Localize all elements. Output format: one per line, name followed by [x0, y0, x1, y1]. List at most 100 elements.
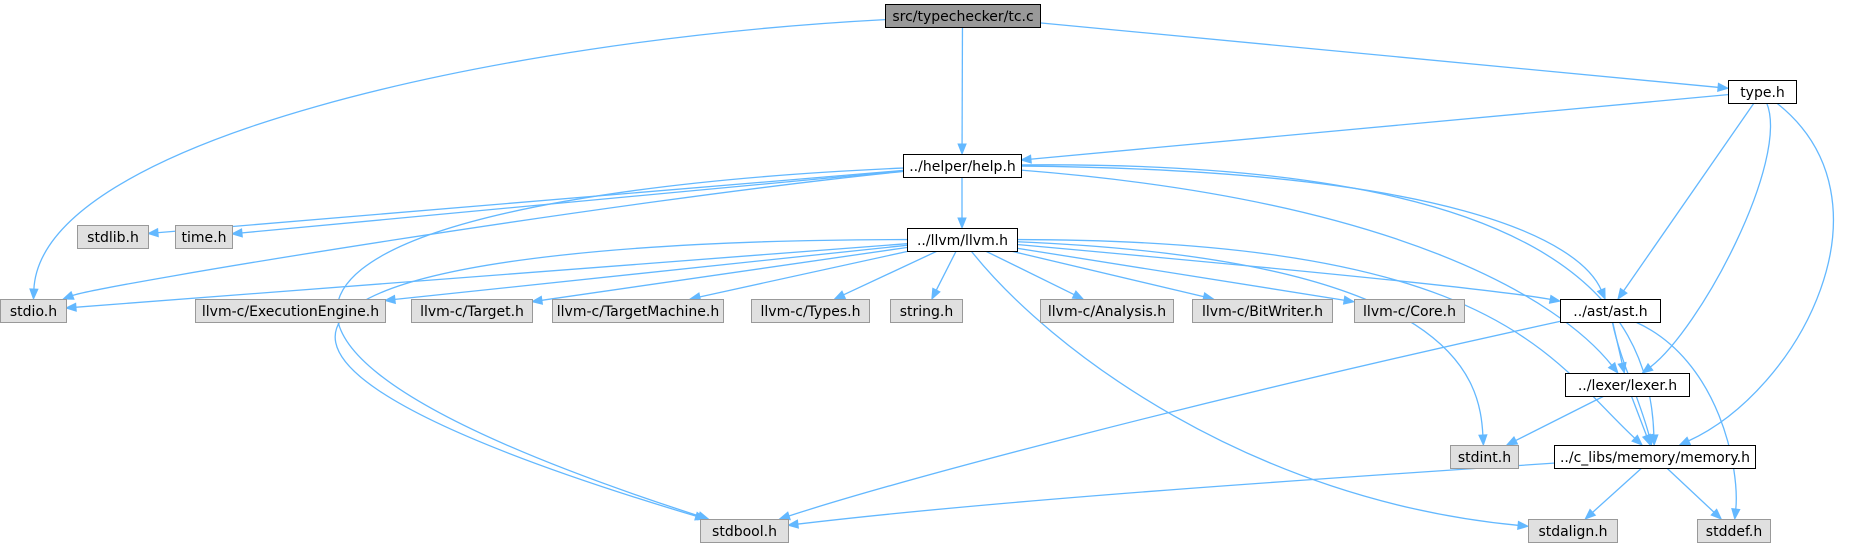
- node-box: [0, 299, 67, 323]
- edge-arrowhead: [64, 302, 77, 312]
- edge-arrowhead: [1710, 508, 1723, 520]
- node-label: ../c_libs/memory/memory.h: [1560, 450, 1750, 466]
- edge-type-to-lexer: [1641, 102, 1772, 374]
- edge-line: [1016, 238, 1636, 440]
- edge-line: [1666, 467, 1716, 514]
- edge-lexer-to-stdint: [1505, 395, 1605, 446]
- edge-line: [1010, 250, 1205, 298]
- node-box: [552, 299, 724, 323]
- node-tc[interactable]: src/typechecker/tc.c: [885, 4, 1041, 28]
- edge-tc-to-help: [957, 26, 967, 156]
- edge-llvm-to-target: [530, 246, 908, 305]
- edge-arrowhead: [29, 288, 39, 301]
- edge-line: [1622, 102, 1755, 292]
- edge-line: [1635, 321, 1737, 511]
- edge-llvm-to-analysis: [985, 250, 1085, 300]
- node-exec[interactable]: llvm-c/ExecutionEngine.h: [195, 299, 386, 323]
- edge-line: [935, 250, 957, 292]
- node-box: [890, 299, 963, 323]
- edge-line: [1016, 247, 1346, 301]
- node-target[interactable]: llvm-c/Target.h: [411, 299, 533, 323]
- edge-arrowhead: [931, 287, 941, 301]
- node-stdalign[interactable]: stdalign.h: [1528, 519, 1618, 543]
- edge-arrowhead: [1641, 433, 1651, 447]
- node-type[interactable]: type.h: [1728, 80, 1797, 104]
- node-box: [175, 225, 233, 249]
- node-types[interactable]: llvm-c/Types.h: [751, 299, 870, 323]
- edge-line: [1649, 102, 1772, 369]
- edge-line: [74, 243, 908, 308]
- edge-line: [985, 250, 1076, 296]
- node-box: [907, 228, 1018, 252]
- edge-type-to-memory: [1678, 102, 1834, 446]
- node-label: ../helper/help.h: [909, 159, 1016, 175]
- edge-llvm-to-ast: [1016, 243, 1562, 304]
- edge-line: [1016, 241, 1484, 437]
- edge-line: [1029, 93, 1729, 160]
- node-label: src/typechecker/tc.c: [892, 9, 1033, 25]
- node-box: [1192, 299, 1333, 323]
- node-lexer[interactable]: ../lexer/lexer.h: [1565, 373, 1690, 397]
- edge-llvm-to-memory: [1016, 238, 1644, 446]
- node-memory[interactable]: ../c_libs/memory/memory.h: [1554, 445, 1756, 469]
- node-analysis[interactable]: llvm-c/Analysis.h: [1040, 299, 1174, 323]
- node-core[interactable]: llvm-c/Core.h: [1354, 299, 1465, 323]
- edge-arrowhead: [1596, 287, 1606, 301]
- node-label: llvm-c/BitWriter.h: [1202, 304, 1323, 320]
- edge-llvm-to-bitwriter: [1010, 250, 1215, 302]
- edge-line: [1630, 395, 1648, 437]
- edge-line: [156, 169, 904, 234]
- edge-llvm-to-tmach: [688, 250, 910, 302]
- edge-memory-to-stdbool: [786, 462, 1555, 529]
- node-llvm[interactable]: ../llvm/llvm.h: [907, 228, 1018, 252]
- edge-llvm-to-core: [1016, 247, 1356, 305]
- edge-line: [842, 250, 938, 296]
- node-label: type.h: [1740, 85, 1785, 101]
- edge-arrowhead: [957, 217, 967, 230]
- node-help[interactable]: ../helper/help.h: [903, 154, 1022, 178]
- edge-help-to-time: [230, 170, 904, 238]
- edge-line: [71, 170, 904, 297]
- edge-line: [393, 244, 908, 301]
- node-ast[interactable]: ../ast/ast.h: [1560, 299, 1661, 323]
- node-stddef[interactable]: stddef.h: [1697, 519, 1771, 543]
- node-stdlib[interactable]: stdlib.h: [77, 225, 149, 249]
- node-label: string.h: [900, 304, 954, 320]
- node-string[interactable]: string.h: [890, 299, 963, 323]
- edge-line: [970, 250, 1520, 527]
- edge-arrowhead: [230, 228, 243, 238]
- node-label: stdio.h: [10, 304, 57, 320]
- edge-llvm-to-stdio: [64, 243, 908, 312]
- edge-llvm-to-exec: [383, 244, 908, 305]
- edge-help-to-ast: [1020, 165, 1606, 301]
- node-time[interactable]: time.h: [175, 225, 233, 249]
- node-box: [903, 154, 1022, 178]
- edge-arrowhead: [383, 294, 396, 305]
- edge-tc-to-stdio: [29, 18, 886, 301]
- edge-arrowhead: [1617, 361, 1627, 375]
- edge-arrowhead: [1505, 436, 1519, 446]
- node-stdio[interactable]: stdio.h: [0, 299, 67, 323]
- edge-arrowhead: [1641, 362, 1654, 374]
- node-label: stdint.h: [1458, 450, 1511, 466]
- node-box: [1728, 80, 1797, 104]
- node-box: [1354, 299, 1465, 323]
- edge-type-to-help: [1019, 93, 1729, 164]
- node-box: [1528, 519, 1618, 543]
- edge-llvm-to-stdint: [1016, 241, 1488, 447]
- edge-arrowhead: [1584, 508, 1597, 520]
- edge-line: [698, 250, 910, 298]
- edge-ast-to-stddef: [1635, 321, 1741, 521]
- node-bitwriter[interactable]: llvm-c/BitWriter.h: [1192, 299, 1333, 323]
- edge-arrowhead: [786, 519, 799, 529]
- edge-arrowhead: [1617, 287, 1628, 301]
- edge-help-to-stdlib: [146, 169, 904, 238]
- node-label: llvm-c/TargetMachine.h: [557, 304, 719, 320]
- node-stdint[interactable]: stdint.h: [1450, 445, 1519, 469]
- edge-memory-to-stdalign: [1584, 467, 1643, 520]
- edge-line: [240, 170, 904, 234]
- node-tmach[interactable]: llvm-c/TargetMachine.h: [552, 299, 724, 323]
- node-stdbool[interactable]: stdbool.h: [700, 519, 789, 543]
- edge-arrowhead: [833, 290, 847, 300]
